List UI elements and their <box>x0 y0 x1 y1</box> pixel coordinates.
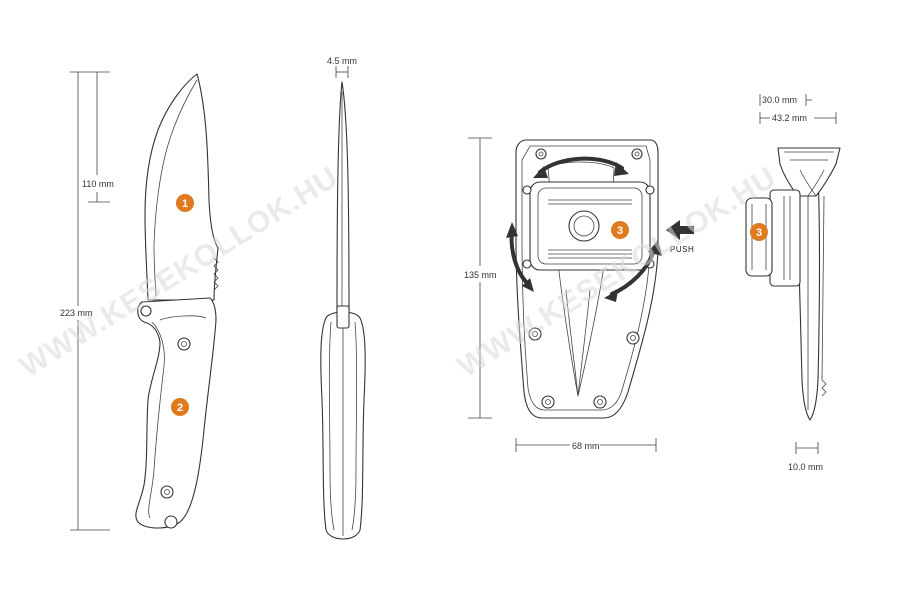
knife-dimension-lines <box>70 71 110 531</box>
push-label: PUSH <box>670 245 694 254</box>
handle-inner-line <box>148 315 207 519</box>
callout-badge-3-front: 3 <box>611 221 629 239</box>
sheath-dimension-lines <box>468 137 657 452</box>
handle-screw-bottom <box>160 485 174 499</box>
overall-length-label: 223 mm <box>60 308 93 318</box>
blade-serration <box>213 257 219 291</box>
sheath-width-label: 68 mm <box>572 441 600 451</box>
knife-spine-view <box>320 81 366 540</box>
guard-lanyard-hole <box>140 305 152 317</box>
thickness-label: 4.5 mm <box>327 56 357 66</box>
handle-screw-top <box>177 337 191 351</box>
clip-center-screw <box>568 210 600 242</box>
callout-number: 3 <box>756 227 762 239</box>
callout-badge-3-side: 3 <box>750 223 768 241</box>
callout-number: 1 <box>182 198 188 210</box>
callout-number: 2 <box>177 402 183 414</box>
sheath-height-label: 135 mm <box>464 270 497 280</box>
sheath-front-view <box>506 139 694 419</box>
clip-depth-label: 43.2 mm <box>772 113 807 123</box>
push-arrow-icon <box>666 220 694 240</box>
sheath-thickness-label: 10.0 mm <box>788 462 823 472</box>
blade-grind-line <box>153 79 198 297</box>
rotate-arrow-top <box>538 156 624 174</box>
sheath-blade-window <box>547 161 615 397</box>
sheath-side-view <box>745 147 841 421</box>
blade-length-label: 110 mm <box>82 179 114 189</box>
handle-screw-top-inner <box>181 341 187 347</box>
knife-blade <box>144 73 219 301</box>
clip-mount-block <box>769 189 801 287</box>
spine-blade <box>336 81 350 311</box>
thickness-dimension <box>335 66 349 78</box>
callout-badge-2: 2 <box>171 398 189 416</box>
handle-screw-bottom-inner <box>164 489 170 495</box>
callout-badge-1: 1 <box>176 194 194 212</box>
clip-width-label: 30.0 mm <box>762 95 797 105</box>
callout-number: 3 <box>617 225 623 237</box>
belt-clip-top <box>777 147 841 197</box>
pommel-lanyard-hole <box>164 515 178 529</box>
side-dimension-lines <box>759 94 837 454</box>
